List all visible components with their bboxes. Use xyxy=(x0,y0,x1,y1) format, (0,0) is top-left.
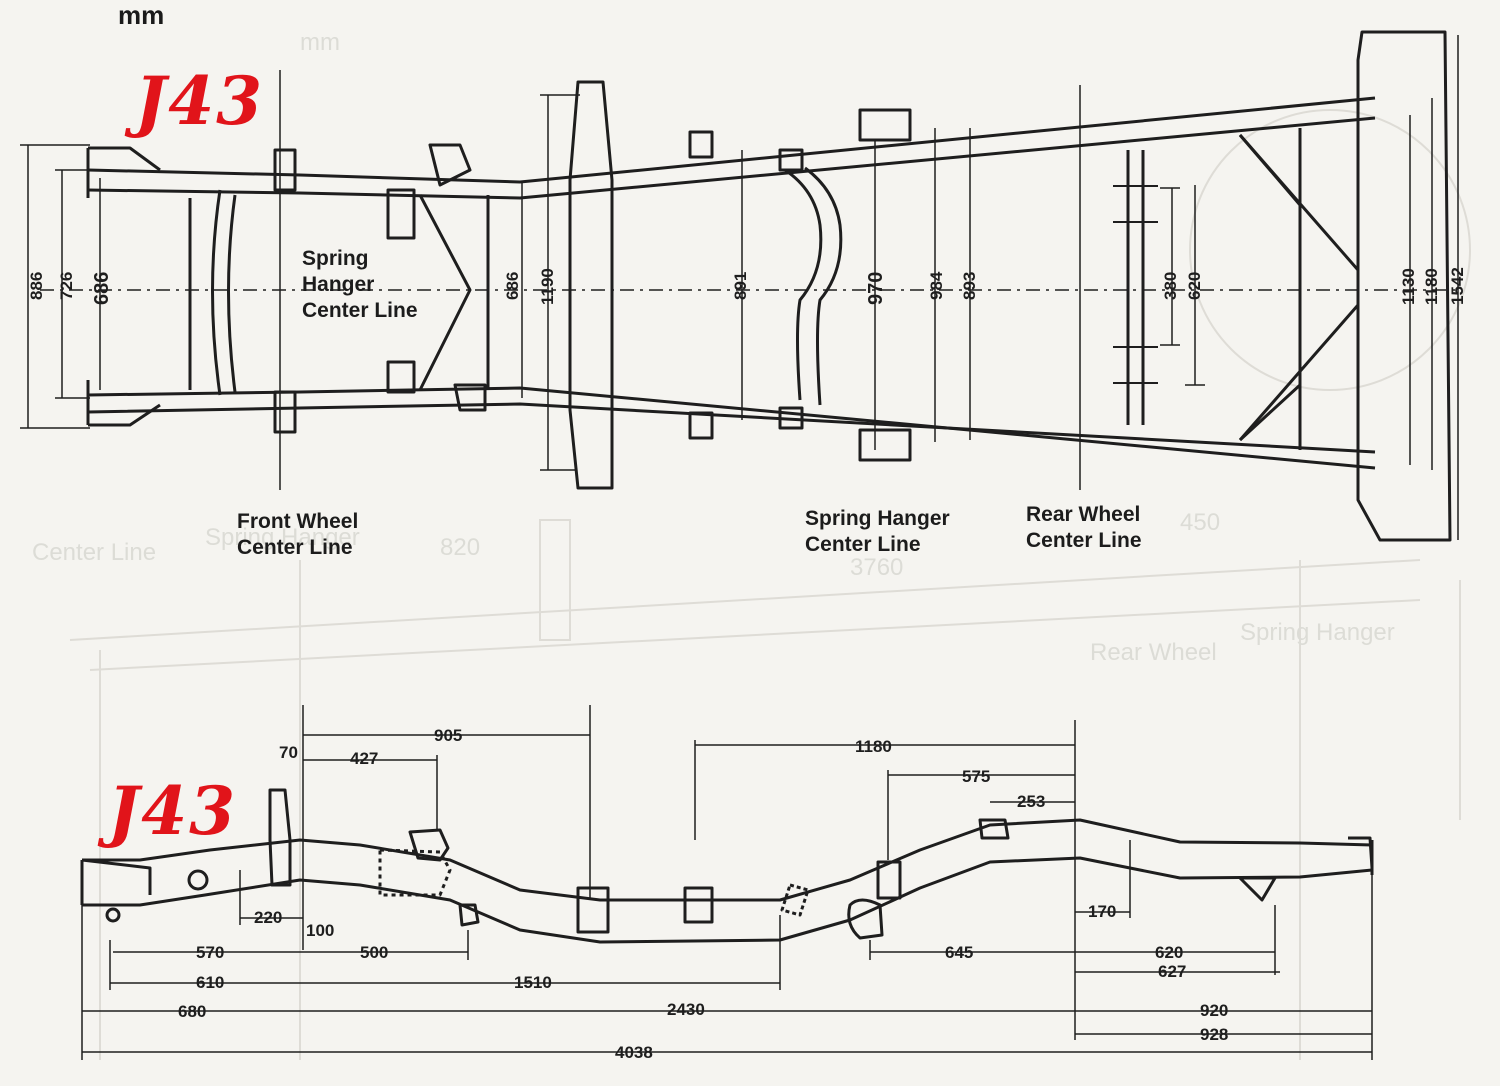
dim-726: 726 xyxy=(57,272,76,300)
rear-wheel-line1: Rear Wheel xyxy=(1026,503,1141,526)
dim-1180: 1180 xyxy=(855,737,892,756)
bleed-through-text: mm Center Line Spring Hanger 820 Rear Wh… xyxy=(32,29,1395,666)
svg-text:820: 820 xyxy=(440,534,480,561)
svg-text:450: 450 xyxy=(1180,509,1220,536)
front-wheel-line2: Center Line xyxy=(237,536,353,559)
svg-text:Spring Hanger: Spring Hanger xyxy=(205,524,360,551)
dim-680: 680 xyxy=(178,1002,206,1021)
svg-text:mm: mm xyxy=(300,29,340,56)
dim-928: 928 xyxy=(1200,1025,1228,1044)
plan-dimension-lines xyxy=(20,35,1459,540)
dim-970: 970 xyxy=(865,272,887,305)
dim-891: 891 xyxy=(731,272,750,300)
dim-170: 170 xyxy=(1088,902,1116,921)
svg-text:3760: 3760 xyxy=(850,554,903,581)
dim-610: 610 xyxy=(196,973,224,992)
spring-hanger-front-line1: Spring xyxy=(302,247,369,270)
dim-427: 427 xyxy=(350,749,378,768)
spring-hanger-front-line3: Center Line xyxy=(302,299,418,322)
dim-100: 100 xyxy=(306,921,334,940)
svg-text:Spring Hanger: Spring Hanger xyxy=(1240,619,1395,646)
dim-686-mid: 686 xyxy=(503,272,522,300)
dim-1130: 1130 xyxy=(1399,268,1418,305)
unit-label: mm xyxy=(118,0,165,30)
dim-570: 570 xyxy=(196,943,224,962)
dim-575: 575 xyxy=(962,767,990,786)
spring-hanger-rear-line2: Center Line xyxy=(805,533,921,556)
dim-920: 920 xyxy=(1200,1001,1228,1020)
dim-1542: 1542 xyxy=(1448,267,1467,305)
dim-70: 70 xyxy=(279,743,298,762)
dim-2430: 2430 xyxy=(667,1000,705,1019)
dim-380: 380 xyxy=(1161,272,1180,300)
dim-220: 220 xyxy=(254,908,282,927)
dim-1180: 1180 xyxy=(1422,268,1441,305)
dim-905: 905 xyxy=(434,726,462,745)
front-wheel-line1: Front Wheel xyxy=(237,510,359,533)
rear-wheel-line2: Center Line xyxy=(1026,529,1142,552)
dim-500: 500 xyxy=(360,943,388,962)
dim-627: 627 xyxy=(1158,962,1186,981)
svg-text:Rear Wheel: Rear Wheel xyxy=(1090,639,1217,666)
svg-text:Center Line: Center Line xyxy=(32,539,156,566)
handwritten-model-bottom: J43 xyxy=(108,772,238,850)
dim-620: 620 xyxy=(1185,272,1204,300)
dim-984: 984 xyxy=(927,271,946,300)
side-dimension-lines xyxy=(81,705,1373,1060)
dim-645: 645 xyxy=(945,943,973,962)
dim-1510: 1510 xyxy=(514,973,552,992)
spring-hanger-rear-line1: Spring Hanger xyxy=(805,507,950,530)
handwritten-model-top: J43 xyxy=(135,62,265,140)
dim-886: 886 xyxy=(27,272,46,300)
plan-view-frame xyxy=(86,30,1452,542)
dim-253: 253 xyxy=(1017,792,1045,811)
plan-width-dimensions: 886 726 686 686 1190 891 970 984 893 380… xyxy=(27,267,1467,305)
dim-1190: 1190 xyxy=(538,268,557,305)
spring-hanger-front-line2: Hanger xyxy=(302,273,375,296)
dim-620: 620 xyxy=(1155,943,1183,962)
dim-4038: 4038 xyxy=(615,1043,653,1062)
dim-686-front: 686 xyxy=(91,272,113,305)
dim-893: 893 xyxy=(960,272,979,300)
bleed-through-ghost xyxy=(69,109,1471,1060)
side-dimensions: 70 427 905 1180 575 253 220 100 170 570 … xyxy=(178,726,1228,1062)
